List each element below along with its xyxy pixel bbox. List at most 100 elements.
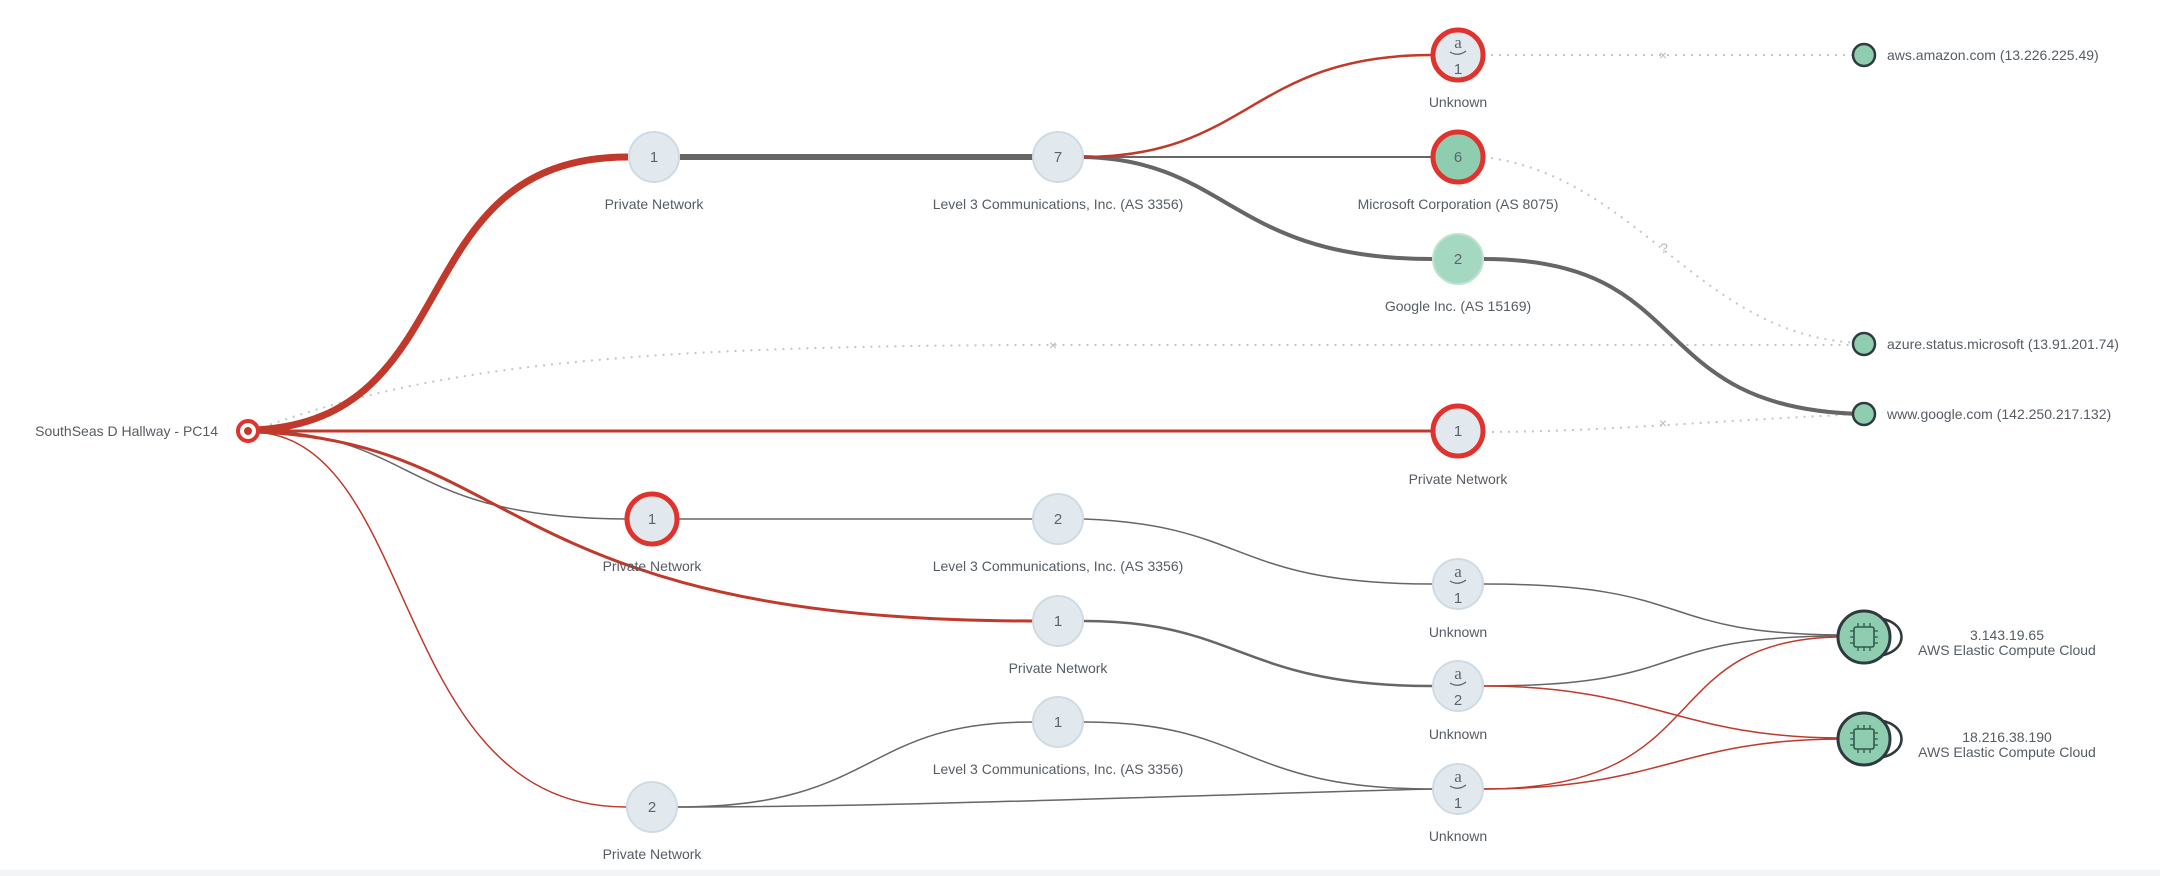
amazon-smile-icon [1449,681,1467,686]
source-agent[interactable]: SouthSeas D Hallway - PC14 [35,419,260,443]
link-unk-b2-to-ec2b [1483,685,1843,739]
link-unk-b3-to-ec2a [1483,636,1843,790]
hop-node[interactable] [1032,595,1084,647]
hop-pn-b2[interactable]: 1 Private Network [1009,595,1109,676]
chip-pins-icon [1850,725,1878,753]
hop-node[interactable] [1032,493,1084,545]
hop-pn-b3[interactable]: 2 Private Network [603,781,703,862]
hop-pn-b1[interactable]: 1 Private Network [603,491,703,574]
loss-links [254,53,1843,808]
link-unk-b1-to-ec2a [1483,583,1843,636]
link-source-to-azure [254,344,1864,431]
hop-count: 2 [1054,511,1062,528]
link-source-to-pn-b3 [254,431,627,808]
hop-google[interactable]: 2 Google Inc. (AS 15169) [1385,233,1531,314]
hop-label: Unknown [1429,828,1487,844]
hop-count: 1 [1454,61,1462,78]
hop-node[interactable] [628,131,680,183]
target-node[interactable] [1851,401,1877,427]
hop-unknown-b2[interactable]: a 2 Unknown [1429,660,1487,742]
hop-node[interactable] [1430,129,1486,185]
hop-label: Level 3 Communications, Inc. (AS 3356) [933,558,1184,574]
hop-node[interactable] [624,491,680,547]
gray-links [254,154,1865,808]
link-ms-to-azure [1482,156,1865,344]
hop-node[interactable] [1432,763,1484,815]
hop-node[interactable] [1032,696,1084,748]
link-pn-b3-to-l3-b3 [677,721,1033,808]
link-goog-to-google [1483,257,1865,416]
link-pn-to-google [1483,413,1865,433]
hop-l3-b3[interactable]: 1 Level 3 Communications, Inc. (AS 3356) [933,696,1184,777]
hop-node[interactable] [626,781,678,833]
target-node[interactable] [1851,331,1877,357]
hop-unknown-top[interactable]: a 1 Unknown [1429,27,1487,110]
target-ec2-a[interactable]: 3.143.19.65 AWS Elastic Compute Cloud [1836,609,2096,665]
target-google[interactable]: www.google.com (142.250.217.132) [1851,401,2111,427]
dotted-links [254,54,1865,433]
source-label: SouthSeas D Hallway - PC14 [35,423,218,439]
target-label: www.google.com (142.250.217.132) [1886,406,2111,422]
hop-node[interactable] [1432,660,1484,712]
target-node[interactable] [1836,609,1892,665]
target-service: AWS Elastic Compute Cloud [1918,642,2096,658]
link-pn-b2-to-unk-b2 [1083,619,1433,688]
hop-l3-b1[interactable]: 2 Level 3 Communications, Inc. (AS 3356) [933,493,1184,574]
hop-pn-top[interactable]: 1 Private Network [605,131,705,212]
hop-label: Private Network [1409,471,1509,487]
hop-node[interactable] [1430,27,1486,83]
hop-label: Unknown [1429,624,1487,640]
question-mark-azure: ? [1660,240,1668,256]
hop-label: Microsoft Corporation (AS 8075) [1358,196,1559,212]
dotted-link-markers: × ? × × [1049,47,1668,431]
hop-count: 1 [1054,613,1062,630]
hop-node[interactable] [1432,233,1484,285]
hop-count: 1 [650,149,658,166]
target-ip: 3.143.19.65 [1970,627,2044,643]
hop-node[interactable] [1432,558,1484,610]
hop-microsoft[interactable]: 6 Microsoft Corporation (AS 8075) [1358,129,1559,212]
target-azure[interactable]: azure.status.microsoft (13.91.201.74) [1851,331,2119,357]
hop-label: Google Inc. (AS 15169) [1385,298,1531,314]
amazon-icon: a [1454,33,1462,52]
target-ec2-b[interactable]: 18.216.38.190 AWS Elastic Compute Cloud [1836,711,2096,767]
chip-pins-icon [1850,623,1878,651]
hop-count: 1 [1454,423,1462,440]
hop-count: 1 [1054,714,1062,731]
hop-pn-mid[interactable]: 1 Private Network [1409,403,1509,487]
target-node[interactable] [1851,42,1877,68]
link-l3-top-to-unk-top [1082,53,1433,159]
hop-node[interactable] [1430,403,1486,459]
hop-l3-top[interactable]: 7 Level 3 Communications, Inc. (AS 3356) [933,131,1184,212]
hop-label: Private Network [603,846,703,862]
amazon-icon: a [1454,664,1462,683]
hop-unknown-b3[interactable]: a 1 Unknown [1429,763,1487,844]
hop-unknown-b1[interactable]: a 1 Unknown [1429,558,1487,640]
link-source-to-pn-b2 [254,430,1034,623]
target-label: aws.amazon.com (13.226.225.49) [1887,47,2099,63]
amazon-smile-icon [1449,579,1467,584]
loop-arc [1875,616,1903,658]
link-source-to-pn-top [254,153,629,434]
link-l3-top-to-goog [1082,155,1433,261]
hop-count: 1 [648,511,656,528]
hop-count: 2 [1454,692,1462,709]
hop-node[interactable] [1032,131,1084,183]
hop-label: Unknown [1429,726,1487,742]
hop-label: Unknown [1429,94,1487,110]
hop-count: 2 [648,799,656,816]
target-ip: 18.216.38.190 [1962,729,2052,745]
link-unk-b3-to-ec2b [1483,738,1843,790]
target-node[interactable] [1836,711,1892,767]
hop-count: 7 [1054,149,1062,166]
link-pn-b3-to-unk-b3 [677,788,1433,808]
amazon-smile-icon [1449,784,1467,789]
link-l3-b1-to-unk-b1 [1083,518,1433,585]
x-mark-source: × [1049,337,1057,353]
target-aws[interactable]: aws.amazon.com (13.226.225.49) [1851,42,2099,68]
link-unk-b2-to-ec2a [1483,635,1843,687]
hop-count: 2 [1454,251,1462,268]
link-l3-b3-to-unk-b3 [1083,721,1433,790]
amazon-smile-icon [1449,50,1467,55]
x-mark-aws: × [1659,47,1667,63]
